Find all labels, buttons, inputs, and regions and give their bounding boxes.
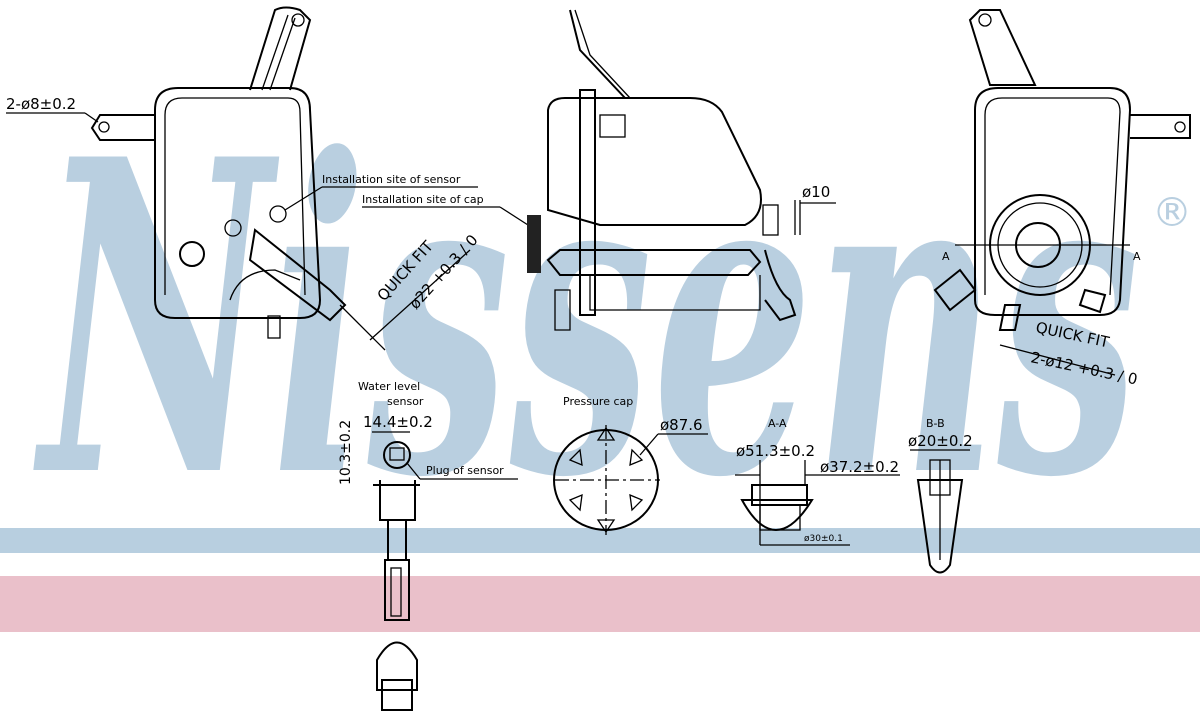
pressure-cap-title: Pressure cap — [563, 395, 633, 408]
blue-band — [0, 528, 1200, 553]
section-bb-title: B-B — [926, 417, 945, 430]
registered-mark: ® — [1152, 190, 1192, 236]
water-level-sensor-title-1: Water level — [358, 380, 420, 393]
sensor-width-dim: 14.4±0.2 — [363, 413, 433, 431]
tank-front-view — [933, 9, 1191, 376]
section-aa — [735, 460, 900, 546]
tank-left-view — [90, 6, 471, 351]
pressure-cap — [553, 425, 660, 535]
aa-inner-dim: ø37.2±0.2 — [820, 458, 899, 476]
outlet-dia-dim: ø10 — [802, 183, 830, 201]
cap-diameter-dim: ø87.6 — [660, 416, 703, 434]
install-cap-label: Installation site of cap — [362, 193, 484, 206]
water-level-sensor — [373, 441, 420, 711]
plug-of-sensor-label: Plug of sensor — [426, 464, 504, 477]
aa-bottom-dim: ø30±0.1 — [804, 534, 843, 544]
bb-diameter-dim: ø20±0.2 — [908, 432, 973, 450]
tank-side-view — [527, 9, 836, 331]
water-level-sensor-title-2: sensor — [387, 395, 424, 408]
section-a-left: A — [942, 250, 950, 263]
pink-band — [0, 576, 1200, 632]
install-sensor-label: Installation site of sensor — [322, 173, 461, 186]
mount-holes-dim: 2-ø8±0.2 — [6, 95, 76, 113]
section-bb — [910, 449, 970, 574]
sensor-height-dim: 10.3±0.2 — [338, 420, 354, 485]
section-aa-title: A-A — [768, 417, 787, 430]
brand-watermark: Nissens — [32, 67, 1140, 572]
aa-outer-dim: ø51.3±0.2 — [736, 442, 815, 460]
section-a-right: A — [1133, 250, 1141, 263]
